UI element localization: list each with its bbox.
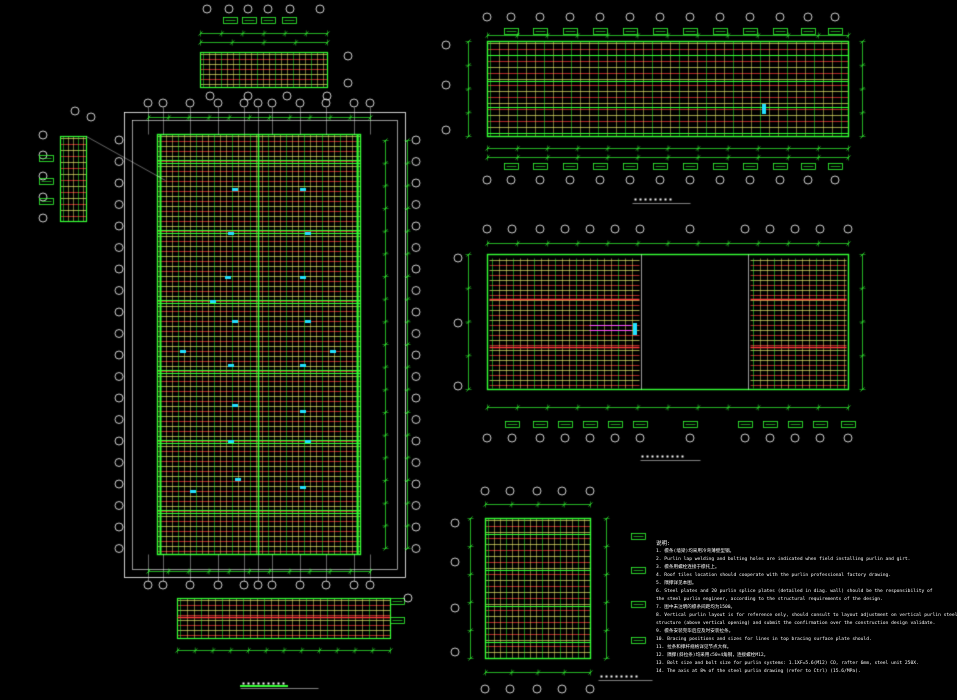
note-line: 4. Roof tiles location should cooperate … — [656, 573, 892, 578]
note-line: 7. 图中未注明的檩条间距均为1500。 — [656, 605, 736, 610]
cad-drawing-canvas[interactable] — [0, 0, 893, 700]
note-line: 10. Bracing positions and sizes for line… — [656, 637, 872, 642]
note-line: 13. Bolt size and bolt size for purlin s… — [656, 661, 919, 666]
note-line: 11. 拉条和撑杆规格详见节点大样。 — [656, 645, 732, 650]
note-line: 2. Purlin lap welding and bolting holes … — [656, 557, 911, 562]
note-line: the steel purlin engineer, according to … — [656, 597, 883, 602]
note-line: 1. 檩条(墙梁)均采用冷弯薄壁型钢。 — [656, 549, 735, 554]
general-notes: 说明: 1. 檩条(墙梁)均采用冷弯薄壁型钢。 2. Purlin lap we… — [656, 540, 957, 676]
note-line: 6. Steel plates and 20 purlin splice pla… — [656, 589, 933, 594]
note-line: structure (above vertical opening) and s… — [656, 621, 936, 626]
note-line: 3. 檩条用螺栓连接于檩托上。 — [656, 565, 720, 570]
note-line: 8. Vertical purlin layout is for referen… — [656, 613, 957, 618]
note-line: 12. 隅撑(斜拉条)均采用∠50×4角钢，连接螺栓M12。 — [656, 653, 769, 658]
notes-title: 说明: — [656, 541, 671, 547]
note-line: 5. 隅撑详见本图。 — [656, 581, 697, 586]
note-line: 9. 檩条安装完毕后应及时安装拉条。 — [656, 629, 734, 634]
note-line: 14. The axis at 8% of the steel purlin d… — [656, 669, 861, 674]
